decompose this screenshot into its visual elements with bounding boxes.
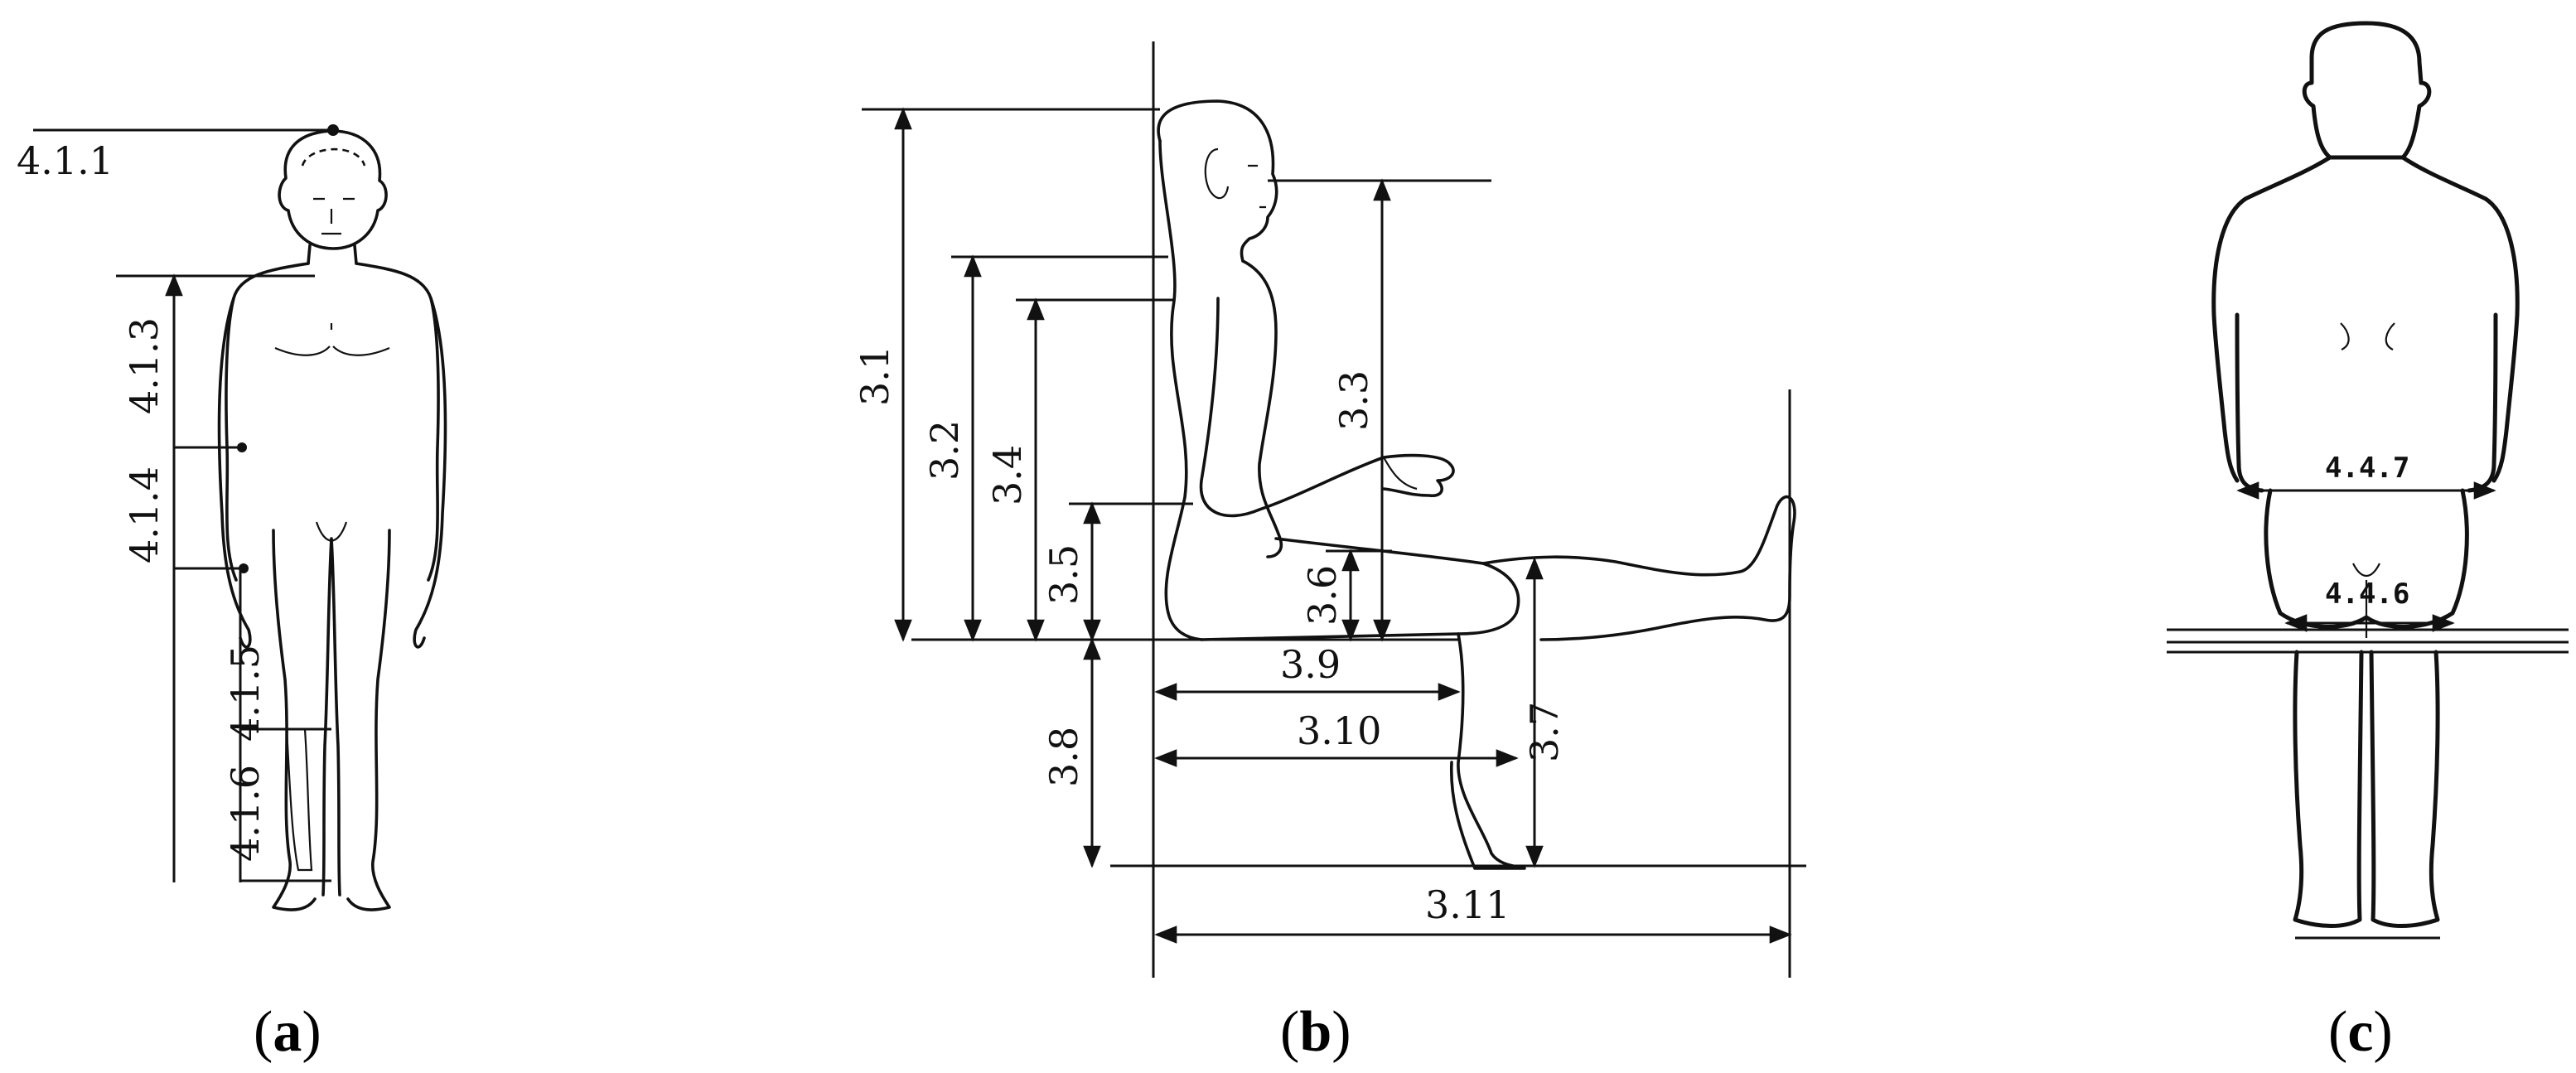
- svg-text:(c): (c): [2328, 1000, 2393, 1064]
- caption-close-paren: ): [2373, 1000, 2392, 1064]
- dim-label-4-1-5: 4.1.5: [223, 645, 268, 742]
- dim-label-3-9: 3.9: [1280, 642, 1341, 687]
- dim-label-3-2: 3.2: [922, 420, 967, 481]
- caption-panel-a: (a): [254, 1000, 321, 1064]
- dim-label-4-1-6: 4.1.6: [223, 765, 268, 862]
- caption-open-paren: (: [254, 1000, 273, 1064]
- caption-panel-b: (b): [1280, 1000, 1351, 1064]
- dim-label-4-4-7: 4.4.7: [2325, 452, 2409, 485]
- panel-c-back-figure: [2167, 21, 2569, 940]
- caption-panel-c: (c): [2328, 1000, 2393, 1064]
- panel-b-seated-figure: [862, 41, 1806, 978]
- dim-label-3-10: 3.10: [1297, 708, 1381, 753]
- dim-label-3-1: 3.1: [853, 346, 897, 406]
- caption-letter-b: b: [1299, 1000, 1331, 1064]
- dim-label-3-6: 3.6: [1300, 565, 1345, 626]
- dim-label-4-4-6: 4.4.6: [2325, 578, 2409, 611]
- dim-label-3-5: 3.5: [1042, 544, 1086, 605]
- caption-open-paren: (: [2328, 1000, 2347, 1064]
- caption-open-paren: (: [1280, 1000, 1299, 1064]
- dim-label-3-11: 3.11: [1425, 882, 1510, 927]
- dim-label-3-4: 3.4: [985, 445, 1030, 505]
- caption-letter-c: c: [2347, 1000, 2373, 1064]
- dim-label-3-7: 3.7: [1522, 702, 1567, 762]
- panel-a-standing-figure: [33, 124, 447, 911]
- svg-text:(b): (b): [1280, 1000, 1351, 1064]
- dim-label-4-1-3: 4.1.3: [122, 317, 167, 414]
- svg-text:(a): (a): [254, 1000, 321, 1064]
- dim-label-4-1-4: 4.1.4: [122, 466, 167, 563]
- dim-label-4-1-1: 4.1.1: [17, 138, 114, 183]
- dim-label-3-8: 3.8: [1042, 727, 1086, 787]
- caption-letter-a: a: [273, 1000, 302, 1064]
- caption-close-paren: ): [302, 1000, 321, 1064]
- caption-close-paren: ): [1331, 1000, 1351, 1064]
- dim-label-3-3: 3.3: [1331, 370, 1376, 431]
